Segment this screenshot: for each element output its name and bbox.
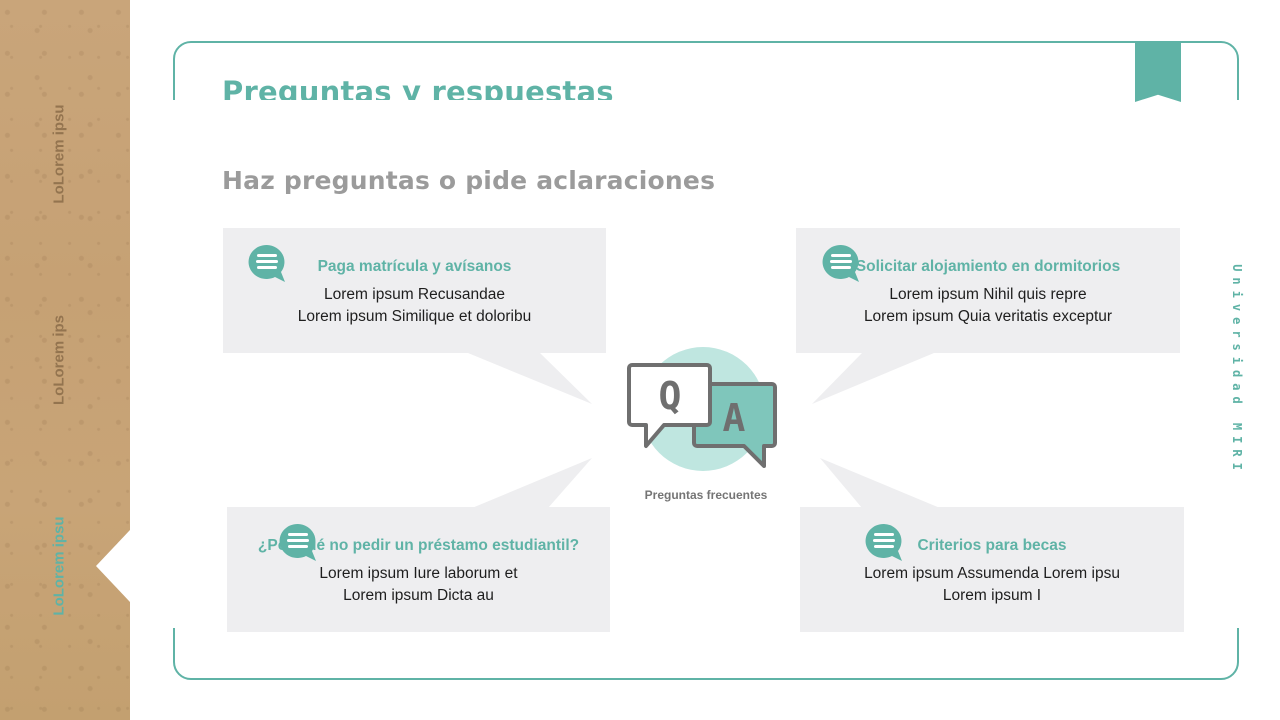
page-title: Preguntas y respuestas — [222, 75, 614, 100]
card-line: Lorem ipsum Recusandae — [324, 286, 505, 303]
faq-card-4[interactable]: Criterios para becas Lorem ipsum Assumen… — [800, 507, 1184, 632]
title-container: Preguntas y respuestas — [222, 70, 722, 100]
wedge-top-left — [468, 353, 592, 404]
hub-caption: Preguntas frecuentes — [644, 488, 768, 502]
chat-bubble-icon — [248, 244, 285, 282]
active-item-pointer — [96, 530, 130, 602]
card-line: Lorem ipsum Dicta au — [343, 587, 494, 604]
question-letter: Q — [659, 374, 682, 418]
wedge-bottom-right — [820, 458, 940, 508]
card-line: Lorem ipsum Nihil quis repre — [889, 286, 1087, 303]
card-line: Lorem ipsum Iure laborum et — [319, 565, 518, 582]
bookmark-ribbon — [1135, 42, 1181, 102]
faq-card-2[interactable]: Solicitar alojamiento en dormitorios Lor… — [796, 228, 1180, 353]
card-line: Lorem ipsum Similique et doloribu — [297, 308, 532, 325]
answer-letter: A — [723, 396, 746, 440]
faq-card-1[interactable]: Paga matrícula y avísanos Lorem ipsum Re… — [223, 228, 606, 353]
card-title: Paga matrícula y avísanos — [317, 258, 512, 275]
wedge-bottom-left — [472, 458, 592, 508]
card-line: Lorem ipsum Assumenda Lorem ipsu — [864, 565, 1120, 582]
card-title: ¿Por qué no pedir un préstamo estudianti… — [257, 537, 580, 554]
wedge-top-right — [812, 353, 934, 404]
qa-chat-icon: A Q — [627, 347, 777, 471]
card-title: Solicitar alojamiento en dormitorios — [855, 258, 1121, 275]
card-title: Criterios para becas — [917, 537, 1067, 554]
card-line: Lorem ipsum Quia veritatis exceptur — [863, 308, 1113, 325]
card-line: Lorem ipsum I — [942, 587, 1042, 604]
chat-bubble-icon — [822, 244, 859, 282]
chat-bubble-icon — [865, 523, 902, 561]
page-subtitle: Haz preguntas o pide aclaraciones — [222, 166, 716, 195]
chat-bubble-icon — [279, 523, 316, 561]
